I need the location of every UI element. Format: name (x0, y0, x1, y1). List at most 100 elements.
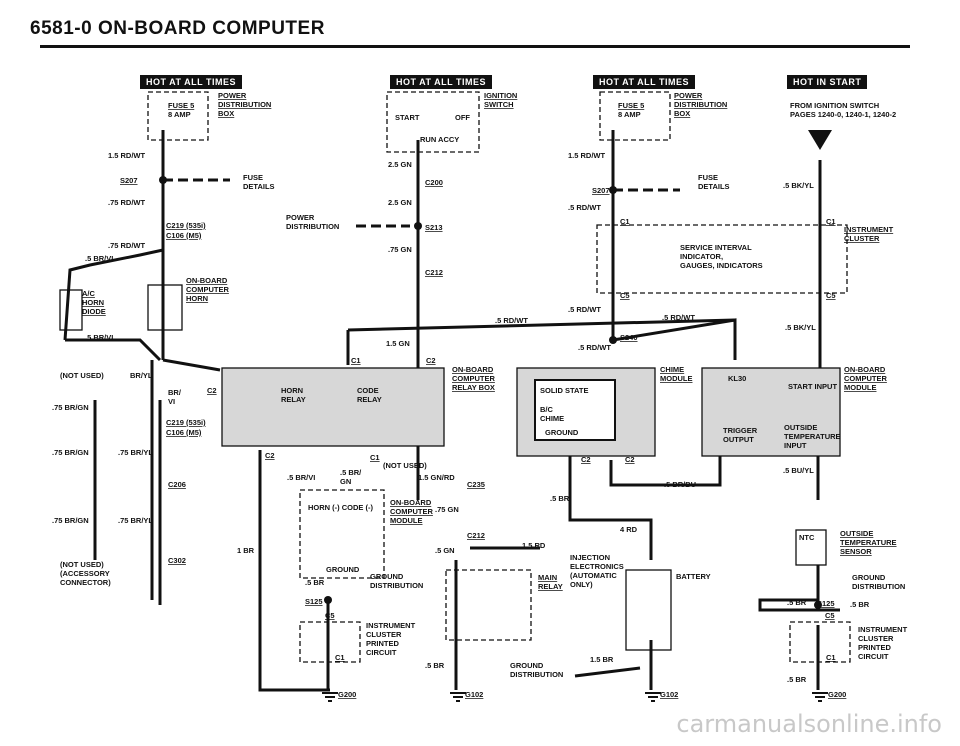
wire-brvi (65, 338, 162, 362)
label-c2-e: C2 (625, 455, 635, 464)
label-line: DISTRIBUTION (218, 100, 271, 109)
label-battery: BATTERY (676, 572, 711, 581)
label-line: .5 BK/YL (785, 323, 816, 332)
label-line: C2 (426, 356, 436, 365)
cluster-box-left (299, 621, 361, 663)
label-rdwt5-c: .5 RD/WT (495, 316, 528, 325)
label-line: G200 (828, 690, 846, 699)
label-line: CLUSTER (366, 630, 402, 639)
label-line: .5 BR (787, 675, 807, 684)
label-c302: C302 (168, 556, 186, 565)
label-c1-a: C1 (620, 217, 630, 226)
label-line: .75 BR/GN (52, 403, 89, 412)
label-line: GROUND (852, 573, 886, 582)
label-line: FUSE (243, 173, 263, 182)
label-line: POWER (286, 213, 315, 222)
label-line: RELAY BOX (452, 383, 495, 392)
label-line: DETAILS (698, 182, 730, 191)
label-c212-b: C212 (467, 531, 485, 540)
label-bryl75-a: BR/YL (130, 371, 153, 380)
label-c106-a: C106 (M5) (166, 231, 202, 240)
wire-rdwt-horizontal (347, 318, 736, 332)
wire-diode (63, 248, 164, 341)
hot-at-all-times-header-3: HOT AT ALL TIMES (593, 75, 695, 89)
watermark: carmanualsonline.info (676, 710, 942, 738)
label-bkyl5-b: .5 BK/YL (785, 323, 816, 332)
label-g102-a: G102 (465, 690, 483, 699)
label-rdwt5-b: .5 RD/WT (568, 305, 601, 314)
label-brgn75-c: .75 BR/GN (52, 516, 89, 525)
hot-at-all-times-header-2: HOT AT ALL TIMES (390, 75, 492, 89)
label-buyl5: .5 BU/YL (783, 466, 814, 475)
label-line: RELAY (357, 395, 382, 404)
label-line: .5 BU/YL (783, 466, 814, 475)
label-rdwt5-d: .5 RD/WT (662, 313, 695, 322)
label-line: .5 BR/VI (85, 254, 113, 263)
label-line: PRINTED (858, 643, 892, 652)
label-c1-f: C1 (826, 653, 836, 662)
label-line: INPUT (784, 441, 807, 450)
label-line: C219 (535i) (166, 418, 206, 427)
wires (63, 130, 840, 692)
label-line: .5 RD/WT (662, 313, 695, 322)
label-line: C5 (325, 611, 335, 620)
label-line: RUN ACCY (420, 135, 459, 144)
label-line: C1 (370, 453, 380, 462)
label-rdwt75-a: .75 RD/WT (108, 198, 146, 207)
label-line: VI (168, 397, 175, 406)
obc-module-box (299, 489, 385, 579)
splice-s125-b (814, 601, 822, 609)
label-line: B/C (540, 405, 554, 414)
label-rdwt5-a: .5 RD/WT (568, 203, 601, 212)
label-line: .5 RD/WT (568, 203, 601, 212)
label-line: DETAILS (243, 182, 275, 191)
label-line: 1.5 RD/WT (568, 151, 606, 160)
label-line: RELAY (281, 395, 306, 404)
wire-15br (574, 666, 641, 678)
label-brvi5-a: .5 BR/VI (85, 254, 113, 263)
label-c219-a: C219 (535i) (166, 221, 206, 230)
label-s207-a: S207 (120, 176, 138, 185)
label-br5-f: .5 BR (787, 675, 807, 684)
label-line: ON-BOARD (844, 365, 886, 374)
label-c1-b: C1 (826, 217, 836, 226)
label-start: START (395, 113, 420, 122)
label-c1-c: C1 (351, 356, 361, 365)
label-line: POWER (218, 91, 247, 100)
label-kl30: KL30 (728, 374, 746, 383)
label-line: MODULE (660, 374, 693, 383)
label-line: INSTRUMENT (366, 621, 416, 630)
fuse-box-a (147, 91, 209, 141)
label-line: TEMPERATURE (784, 432, 841, 441)
label-s240: S240 (620, 333, 638, 342)
label-line: CHIME (660, 365, 684, 374)
label-g102-b: G102 (660, 690, 678, 699)
label-amp8-a: 8 AMP (168, 110, 191, 119)
label-line: C5 (825, 611, 835, 620)
label-line: COMPUTER (390, 507, 434, 516)
label-line: .75 BR/YL (118, 448, 153, 457)
label-s213: S213 (425, 223, 443, 232)
label-line: GROUND (545, 428, 579, 437)
label-br5-b: .5 BR (550, 494, 570, 503)
label-line: C235 (467, 480, 485, 489)
label-line: (NOT USED) (60, 560, 104, 569)
label-line: .5 BR (425, 661, 445, 670)
label-line: CODE (357, 386, 379, 395)
label-c1-e: C1 (335, 653, 345, 662)
label-brvi5-d: .5 BR/VI (287, 473, 315, 482)
label-line: CONNECTOR) (60, 578, 111, 587)
label-line: OUTSIDE (840, 529, 873, 538)
splice-s213 (414, 222, 422, 230)
label-line: 1.5 BR (590, 655, 614, 664)
obc-module-right-box (701, 367, 841, 457)
